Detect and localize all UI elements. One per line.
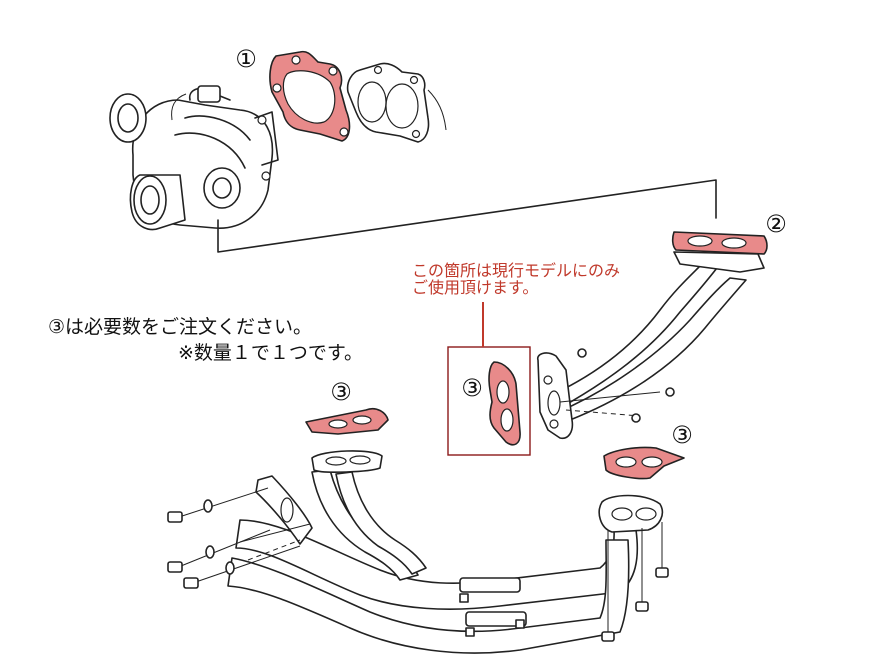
gasket-2 bbox=[671, 231, 768, 255]
svg-text:②: ② bbox=[765, 210, 787, 238]
svg-text:③: ③ bbox=[671, 421, 693, 449]
gasket-3-detail bbox=[488, 361, 521, 446]
gasket-3-right bbox=[603, 446, 685, 480]
svg-text:③: ③ bbox=[461, 374, 483, 402]
left-bolts bbox=[167, 487, 301, 589]
turbo-outlet-gasket bbox=[346, 62, 447, 143]
crossover-pipe bbox=[227, 450, 664, 654]
gasket-1 bbox=[269, 50, 351, 142]
callout-3-detail: ③ bbox=[461, 374, 483, 402]
current-model-note-line-1: この箇所は現行モデルにのみ bbox=[412, 261, 621, 280]
order-note: ③は必要数をご注文ください。 ※数量１で１つです。 bbox=[48, 314, 363, 366]
callout-3-left: ③ bbox=[330, 378, 352, 406]
current-model-note: この箇所は現行モデルにのみ ご使用頂けます。 bbox=[412, 262, 620, 296]
assembly-bracket-line bbox=[217, 179, 717, 253]
svg-text:①: ① bbox=[235, 45, 257, 73]
callout-3-right: ③ bbox=[671, 421, 693, 449]
svg-text:③: ③ bbox=[330, 378, 352, 406]
j-pipe bbox=[536, 251, 765, 440]
detail-frame bbox=[447, 346, 531, 456]
order-note-line-1: ③は必要数をご注文ください。 bbox=[48, 316, 313, 338]
current-model-note-line-2: ご使用頂けます。 bbox=[412, 278, 539, 297]
callout-1: ① bbox=[235, 45, 257, 73]
right-nuts bbox=[459, 522, 669, 642]
gasket-3-left bbox=[305, 407, 389, 435]
turbocharger bbox=[109, 85, 279, 231]
callout-2: ② bbox=[765, 210, 787, 238]
order-note-line-2: ※数量１で１つです。 bbox=[178, 342, 364, 364]
